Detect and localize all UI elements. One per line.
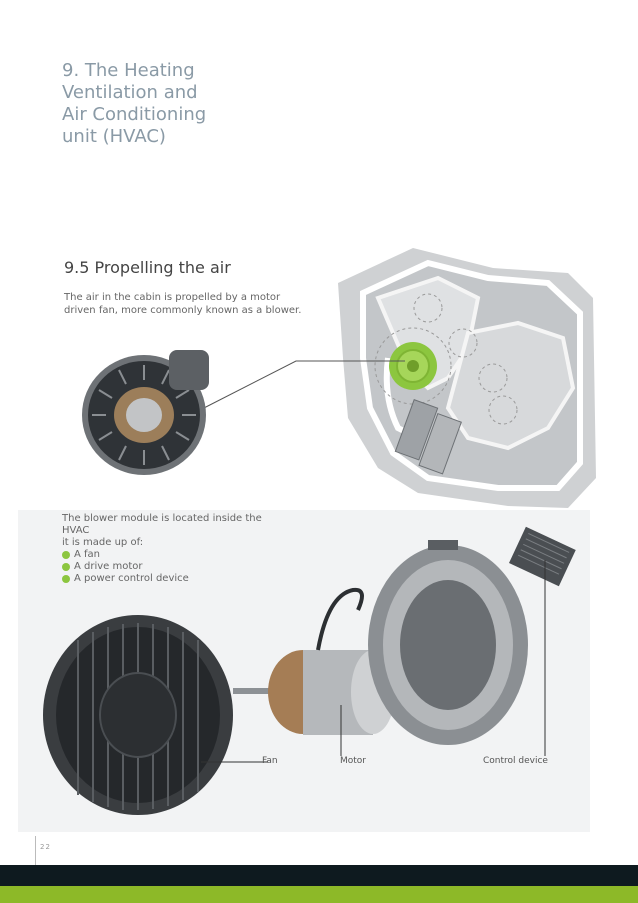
list-item: A drive motor (62, 561, 292, 573)
section-intro: The air in the cabin is propelled by a m… (64, 292, 302, 316)
fan-label: Fan (262, 756, 278, 766)
motor-label: Motor (340, 756, 367, 766)
list-item: A fan (62, 549, 292, 561)
module-text-line: it is made up of: (62, 537, 144, 548)
footer-band-dark (0, 865, 638, 886)
hvac-unit-illustration (338, 248, 596, 508)
chapter-title-line: Air Conditioning (62, 104, 207, 125)
blower-photo (82, 350, 209, 475)
footer-band-green (0, 886, 638, 903)
list-item-label: A fan (74, 549, 101, 560)
page-number: 22 (40, 843, 51, 851)
control-device-label: Control device (483, 756, 548, 766)
section-heading: 9.5 Propelling the air (64, 258, 231, 277)
page-number-rule (35, 836, 36, 886)
bullet-dot-icon (62, 551, 70, 559)
chapter-title-line: 9. The Heating (62, 60, 195, 81)
list-item-label: A drive motor (74, 561, 143, 572)
blower-housing (368, 540, 528, 745)
bullet-dot-icon (62, 563, 70, 571)
chapter-title: 9. The Heating Ventilation and Air Condi… (62, 60, 262, 148)
blower-exploded-view (43, 526, 576, 815)
chapter-title-line: unit (HVAC) (62, 126, 166, 147)
fan-wheel (43, 615, 233, 815)
control-device (509, 526, 576, 587)
module-text-line: The blower module is located inside the … (62, 513, 262, 536)
list-item-label: A power control device (74, 573, 189, 584)
blower-module-description: The blower module is located inside the … (62, 513, 292, 585)
component-list: A fan A drive motor A power control devi… (62, 549, 292, 585)
chapter-title-line: Ventilation and (62, 82, 198, 103)
bullet-dot-icon (62, 575, 70, 583)
list-item: A power control device (62, 573, 292, 585)
